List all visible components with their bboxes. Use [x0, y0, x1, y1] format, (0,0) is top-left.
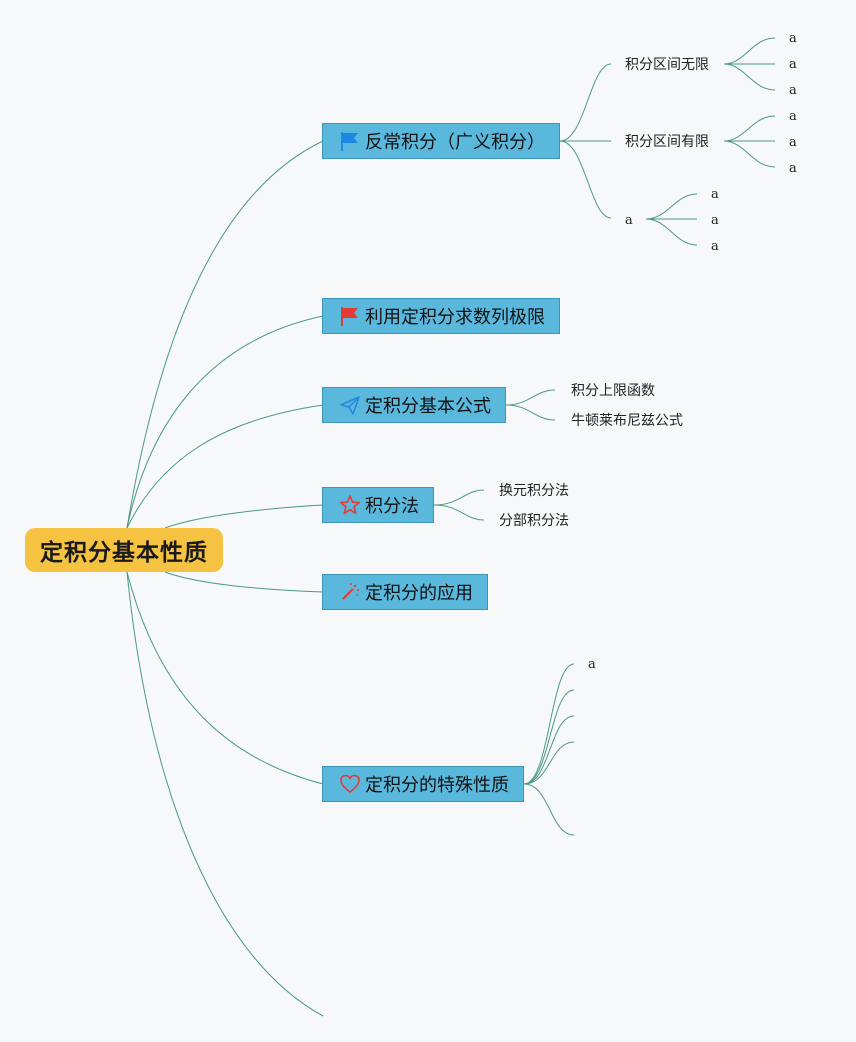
- leaf-item[interactable]: a: [789, 109, 797, 124]
- heart-outline-icon: [339, 773, 361, 795]
- blue-flag-icon: [339, 130, 361, 152]
- branch-basic-formula[interactable]: 定积分基本公式: [322, 387, 506, 423]
- paper-plane-icon: [339, 394, 361, 416]
- leaf-item[interactable]: a: [789, 31, 797, 46]
- subtopic-by-parts[interactable]: 分部积分法: [499, 513, 569, 529]
- branch-sequence-limit[interactable]: 利用定积分求数列极限: [322, 298, 560, 334]
- subtopic-newton-leibniz[interactable]: 牛顿莱布尼兹公式: [571, 413, 683, 429]
- branch-improper-integral[interactable]: 反常积分（广义积分）: [322, 123, 560, 159]
- branch-label: 反常积分（广义积分）: [365, 132, 545, 153]
- leaf-item[interactable]: a: [711, 213, 719, 228]
- subtopic-a[interactable]: a: [625, 213, 633, 228]
- root-topic[interactable]: 定积分基本性质: [25, 528, 223, 572]
- branch-special-properties[interactable]: 定积分的特殊性质: [322, 766, 524, 802]
- subtopic-infinite-interval[interactable]: 积分区间无限: [625, 57, 709, 73]
- leaf-item[interactable]: a: [711, 239, 719, 254]
- branch-label: 利用定积分求数列极限: [365, 307, 545, 328]
- leaf-item[interactable]: a: [588, 657, 596, 672]
- star-outline-icon: [339, 494, 361, 516]
- leaf-item[interactable]: a: [789, 135, 797, 150]
- branch-integration-methods[interactable]: 积分法: [322, 487, 434, 523]
- red-flag-icon: [339, 305, 361, 327]
- branch-label: 定积分的应用: [365, 583, 473, 604]
- branch-label: 定积分基本公式: [365, 396, 491, 417]
- subtopic-finite-interval[interactable]: 积分区间有限: [625, 134, 709, 150]
- branch-label: 定积分的特殊性质: [365, 775, 509, 796]
- leaf-item[interactable]: a: [789, 161, 797, 176]
- branch-applications[interactable]: 定积分的应用: [322, 574, 488, 610]
- branch-label: 积分法: [365, 496, 419, 517]
- magic-wand-icon: [339, 581, 361, 603]
- subtopic-substitution[interactable]: 换元积分法: [499, 483, 569, 499]
- leaf-item[interactable]: a: [789, 57, 797, 72]
- leaf-item[interactable]: a: [711, 187, 719, 202]
- subtopic-upper-limit-function[interactable]: 积分上限函数: [571, 383, 655, 399]
- leaf-item[interactable]: a: [789, 83, 797, 98]
